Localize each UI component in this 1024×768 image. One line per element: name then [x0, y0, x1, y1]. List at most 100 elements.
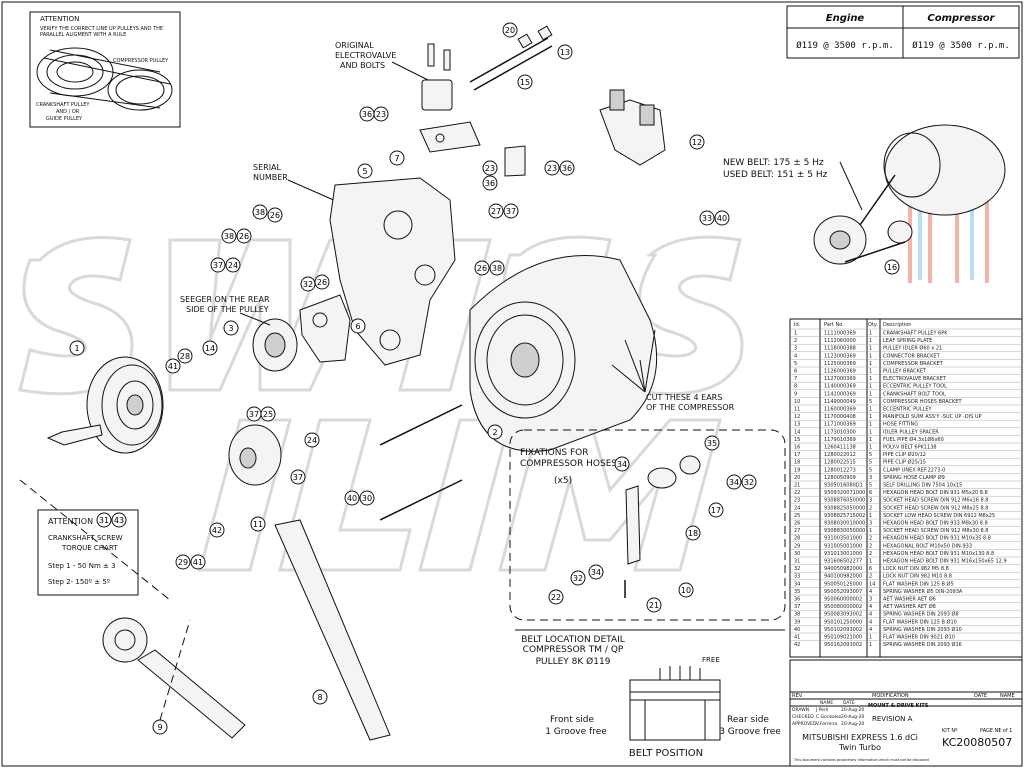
- svg-text:36: 36: [485, 179, 495, 188]
- bom-id: 28: [794, 536, 800, 542]
- seeger-label-2: SIDE OF THE PULLEY: [186, 305, 269, 314]
- balloon: 13: [557, 44, 573, 60]
- bom-part-no: 1171000369: [824, 422, 856, 428]
- balloon: 6: [350, 318, 366, 334]
- bom-id: 23: [794, 498, 800, 504]
- svg-text:23: 23: [547, 164, 557, 173]
- bom-id: 17: [794, 452, 800, 458]
- model-name: MITSUBISHI EXPRESS 1.6 dCi: [802, 733, 918, 742]
- date-header: DATE: [974, 693, 987, 699]
- idler-pulley-bracket: [299, 294, 351, 363]
- bom-qty: 1: [869, 353, 872, 359]
- model-variant: Twin Turbo: [838, 743, 881, 752]
- electrovalve-label-1: ORIGINAL: [335, 41, 374, 50]
- torque-title: ATTENTION: [48, 517, 93, 526]
- balloon: 21: [646, 597, 662, 613]
- svg-text:32: 32: [573, 574, 583, 583]
- idler-pulley: SEEGER ON THE REAR SIDE OF THE PULLEY: [180, 295, 298, 372]
- svg-text:37: 37: [293, 473, 303, 482]
- svg-text:14: 14: [205, 344, 215, 353]
- bom-part-no: 1149000049: [824, 399, 856, 405]
- torque-chart-box: ATTENTION CRANKSHAFT SCREW TORQUE CHART …: [37, 509, 139, 596]
- bom-part-no: 9308830050000: [824, 528, 865, 534]
- bom-id: 32: [794, 566, 800, 572]
- crank-label-2: AND / OR: [56, 109, 80, 115]
- bom-qty: 1: [869, 346, 872, 352]
- balloon: 32: [300, 276, 316, 292]
- engine-header: Engine: [826, 13, 865, 24]
- balloon: 8: [312, 689, 328, 705]
- bom-part-no: 9308825715002: [824, 513, 865, 519]
- bom-qty: 1: [869, 437, 872, 443]
- bom-id: 22: [794, 490, 800, 496]
- bom-part-no: 1280022515: [824, 460, 856, 466]
- belt-frequency-callout: NEW BELT: 175 ± 5 Hz USED BELT: 151 ± 5 …: [723, 158, 863, 211]
- checked-name: C.Gonzalez: [816, 714, 842, 720]
- bom-description: SOCKET HEAD SCREW DIN 912 M8x30 8.8: [883, 528, 988, 534]
- balloon: 29: [175, 554, 191, 570]
- balloon: 41: [190, 554, 206, 570]
- balloon: 23: [482, 160, 498, 176]
- svg-text:12: 12: [692, 138, 702, 147]
- bom-part-no: 950109021000: [824, 635, 862, 641]
- belt-detail-title-2: COMPRESSOR TM / QP: [523, 645, 624, 655]
- bom-part-no: 931606502277: [824, 559, 862, 565]
- bom-header-qty: Qty.: [868, 322, 878, 328]
- balloon: 2: [487, 424, 503, 440]
- free-label: FREE: [702, 656, 720, 664]
- bom-part-no: 931013001000: [824, 551, 862, 557]
- compressor: CUT THESE 4 EARS OF THE COMPRESSOR: [469, 255, 735, 452]
- fixations-detail: FIXATIONS FOR COMPRESSOR HOSES (x5): [509, 429, 786, 621]
- svg-text:26: 26: [239, 232, 249, 241]
- bom-description: HEXAGON HEAD BOLT DIN 931 M10x35 8.8: [883, 536, 991, 542]
- serial-label-1: SERIAL: [253, 163, 282, 172]
- bom-qty: 2: [869, 536, 872, 542]
- compressor-speed: Ø119 @ 3500 r.p.m.: [912, 40, 1010, 51]
- bom-description: COMPRESSOR BRACKET: [883, 361, 944, 367]
- balloon: 25: [260, 406, 276, 422]
- bom-qty: 1: [869, 384, 872, 390]
- bom-part-no: 950162093002: [824, 642, 862, 648]
- name-header: NAME: [1000, 693, 1015, 699]
- bom-part-no: 950052093007: [824, 589, 862, 595]
- svg-text:38: 38: [224, 232, 234, 241]
- bom-qty: 1: [869, 331, 872, 337]
- drawn-role: DRAWN: [792, 707, 809, 713]
- bom-id: 2: [794, 338, 797, 344]
- bom-qty: 4: [869, 589, 872, 595]
- bom-qty: 1: [869, 338, 872, 344]
- svg-text:16: 16: [887, 263, 897, 272]
- fixations-qty: (x5): [554, 476, 572, 486]
- svg-text:42: 42: [212, 526, 222, 535]
- bom-part-no: 9305016080D1: [824, 483, 863, 489]
- bom-part-no: 950050125000: [824, 581, 862, 587]
- bom-qty: 1: [869, 407, 872, 413]
- bom-part-no: 1173010300: [824, 429, 856, 435]
- engine-speed: Ø119 @ 3500 r.p.m.: [796, 40, 894, 51]
- bom-qty: 1: [869, 635, 872, 641]
- bom-description: HOSE FITTING: [883, 422, 918, 428]
- bom-id: 20: [794, 475, 800, 481]
- belt-detail-title-3: PULLEY 8K Ø119: [536, 656, 611, 667]
- bom-description: CRANKSHAFT PULLEY 6PK: [883, 331, 948, 337]
- front-groove-label: 1 Groove free: [545, 727, 607, 737]
- bom-id: 39: [794, 619, 800, 625]
- bom-id: 42: [794, 642, 800, 648]
- svg-text:31: 31: [99, 516, 109, 525]
- svg-text:13: 13: [560, 48, 570, 57]
- svg-text:33: 33: [702, 214, 712, 223]
- balloon: 36: [359, 106, 375, 122]
- bom-qty: 1: [869, 391, 872, 397]
- bom-description: CONNECTOR BRACKET: [883, 353, 941, 359]
- balloon: 26: [236, 228, 252, 244]
- bom-qty: 3: [869, 475, 872, 481]
- rev-header: REV.: [792, 693, 803, 699]
- bom-id: 24: [794, 505, 800, 511]
- bom-qty: 6: [869, 490, 872, 496]
- bom-qty: 5: [869, 467, 872, 473]
- bom-part-no: 950102093002: [824, 627, 862, 633]
- bom-qty: 3: [869, 597, 872, 603]
- compressor-header: Compressor: [927, 13, 995, 24]
- bom-part-no: 1123000369: [824, 353, 856, 359]
- part-balloons: 1 3 14 41 28 38 26 38 26 37 24 5 7 36 23…: [69, 22, 900, 735]
